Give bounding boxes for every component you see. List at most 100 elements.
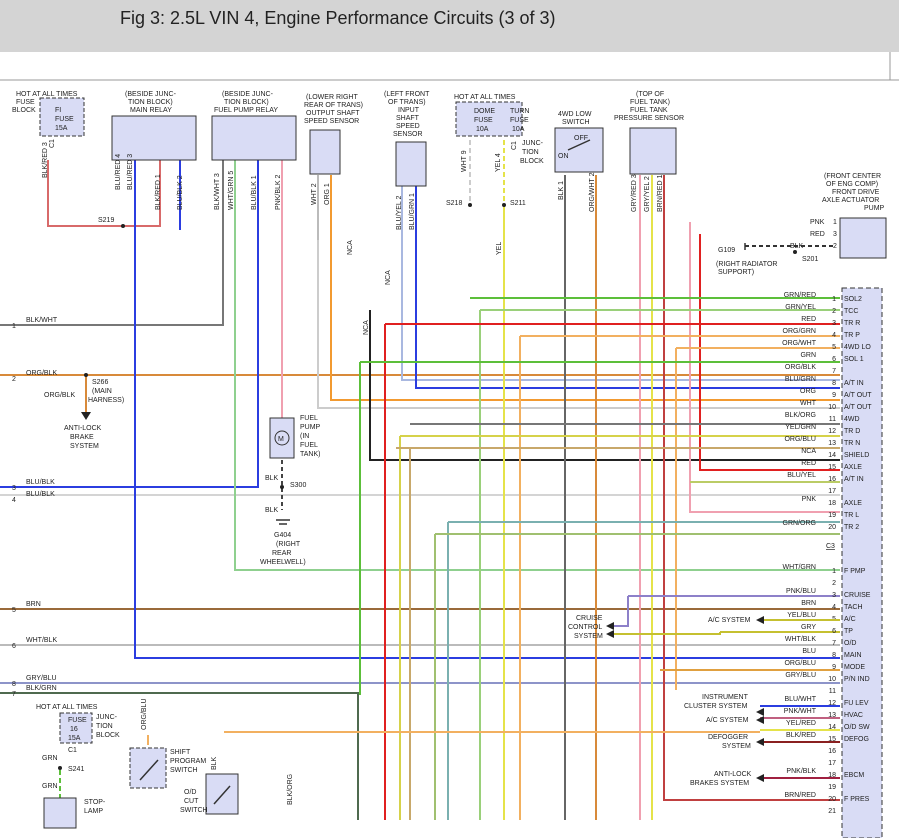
c2-pin-number: 13 [828,712,836,719]
c3-terminal-label: SOL2 [844,296,862,303]
svg-text:BLU/BLK 1: BLU/BLK 1 [251,175,258,210]
left-wire-label: BLU/BLK [26,479,55,486]
svg-text:REAR OF TRANS): REAR OF TRANS) [304,102,363,109]
svg-text:S201: S201 [802,256,818,263]
svg-text:NCA: NCA [347,240,354,255]
c2-terminal-label: MAIN [844,652,862,659]
c3-pin-number: 7 [832,368,836,375]
svg-text:C1: C1 [68,747,77,754]
svg-text:S211: S211 [510,200,526,207]
svg-text:S266: S266 [92,379,108,386]
c2-terminal-label: FU LEV [844,700,869,707]
c2-wire-label: YEL/BLU [787,612,816,619]
svg-text:(BESIDE JUNC-: (BESIDE JUNC- [125,91,177,98]
c3-terminal-label: A/T OUT [844,404,872,411]
c3-terminal-label: A/T IN [844,476,864,483]
svg-text:BRN/RED 1: BRN/RED 1 [657,175,664,212]
svg-text:GRY/RED 3: GRY/RED 3 [631,174,638,212]
c3-pin-number: 20 [828,524,836,531]
vertical-wire-labels: BLK/RED 3 BLU/RED 4 BLU/RED 3 BLK/RED 1 … [42,142,664,805]
svg-text:3: 3 [833,231,837,238]
left-wire-label: GRY/BLU [26,675,57,682]
svg-text:TION: TION [96,723,113,730]
left-wire-number: 1 [12,323,16,330]
c2-pin-number: 16 [828,748,836,755]
c2-pin-number: 11 [829,688,836,695]
c3-wire-label: GRN/YEL [785,304,816,311]
svg-text:BLOCK: BLOCK [520,158,544,165]
fuel-pump-relay: (BESIDE JUNC- TION BLOCK) FUEL PUMP RELA… [211,91,297,161]
svg-text:SUPPORT): SUPPORT) [718,269,754,276]
svg-text:FUSE: FUSE [510,117,529,124]
c2-wire-label: PNK/BLU [786,588,816,595]
svg-text:SENSOR: SENSOR [393,131,423,138]
svg-text:TION BLOCK): TION BLOCK) [128,99,173,106]
svg-text:1: 1 [833,219,837,226]
svg-text:S241: S241 [68,766,84,773]
svg-text:FUEL: FUEL [300,442,318,449]
svg-text:BLK 1: BLK 1 [558,181,565,200]
svg-text:BRAKES SYSTEM: BRAKES SYSTEM [690,780,749,787]
svg-text:ORG/BLK: ORG/BLK [44,392,75,399]
c3-terminal-label: 4WD [844,416,860,423]
svg-text:BRAKE: BRAKE [70,434,94,441]
left-wire-number: 4 [12,497,16,504]
c2-pin-number: 7 [832,640,836,647]
svg-text:JUNC-: JUNC- [96,714,118,721]
fuel-tank-pressure-sensor: (TOP OF FUEL TANK) FUEL TANK PRESSURE SE… [614,91,684,175]
svg-text:(LOWER RIGHT: (LOWER RIGHT [306,94,358,101]
svg-text:ORG/WHT 2: ORG/WHT 2 [589,172,596,212]
c3-terminal-label: AXLE [844,464,862,471]
c2-pin-number: 6 [832,628,836,635]
left-wire-label: WHT/BLK [26,637,57,644]
figure-title: Fig 3: 2.5L VIN 4, Engine Performance Ci… [120,8,556,28]
svg-text:FRONT DRIVE: FRONT DRIVE [832,189,880,196]
svg-text:SHIFT: SHIFT [170,749,191,756]
c3-wire-label: YEL/GRN [785,424,816,431]
svg-text:LAMP: LAMP [84,808,103,815]
svg-text:SWITCH: SWITCH [180,807,208,814]
svg-text:PRESSURE SENSOR: PRESSURE SENSOR [614,115,684,122]
c3-pin-number: 15 [828,464,836,471]
c2-pin-number: 1 [832,568,836,575]
c3-pin-number: 8 [832,380,836,387]
svg-text:INPUT: INPUT [398,107,420,114]
svg-text:BLK: BLK [790,243,804,250]
right-systems: CRUISE CONTROL SYSTEM A/C SYSTEM INSTRUM… [568,615,840,787]
input-shaft-speed-sensor: (LEFT FRONT OF TRANS) INPUT SHAFT SPEED … [384,91,430,187]
svg-text:FI: FI [55,107,61,114]
svg-text:JUNC-: JUNC- [522,140,544,147]
svg-text:(FRONT CENTER: (FRONT CENTER [824,173,881,180]
svg-text:G109: G109 [718,247,735,254]
c3-wire-label: WHT [800,400,817,407]
svg-text:BLK/RED 1: BLK/RED 1 [155,174,162,210]
c2-terminal-label: O/D [844,640,856,647]
header-bar: Fig 3: 2.5L VIN 4, Engine Performance Ci… [0,0,899,52]
c2-pin-number: 15 [828,736,836,743]
c3-terminal-label: TCC [844,308,858,315]
c3-wire-label: ORG/BLU [784,436,816,443]
c3-wire-label: ORG/GRN [783,328,816,335]
svg-text:PNK: PNK [810,219,825,226]
c2-pin-number: 2 [832,580,836,587]
svg-text:S219: S219 [98,217,114,224]
c2-pin-number: 17 [828,760,836,767]
c3-wire-label: BLU/YEL [787,472,816,479]
c2-wire-label: BLU/WHT [785,696,817,703]
c3-pin-number: 9 [832,392,836,399]
c3-terminal-label: TR L [844,512,859,519]
svg-text:MAIN RELAY: MAIN RELAY [130,107,172,114]
svg-text:O/D: O/D [184,789,196,796]
c3-pin-number: 5 [832,344,836,351]
svg-text:BLU/YEL 2: BLU/YEL 2 [396,196,403,230]
svg-text:CLUSTER SYSTEM: CLUSTER SYSTEM [684,703,748,710]
c2-terminal-label: DEFOG [844,736,869,743]
svg-text:CUT: CUT [184,798,199,805]
svg-text:FUEL TANK: FUEL TANK [630,107,668,114]
svg-text:BLU/BLK 2: BLU/BLK 2 [177,175,184,210]
c2-wire-label: BLK/RED [786,732,816,739]
svg-text:ORG/BLU: ORG/BLU [141,698,148,730]
svg-text:YEL 4: YEL 4 [495,153,502,172]
svg-text:BLK/RED 3: BLK/RED 3 [42,142,49,178]
